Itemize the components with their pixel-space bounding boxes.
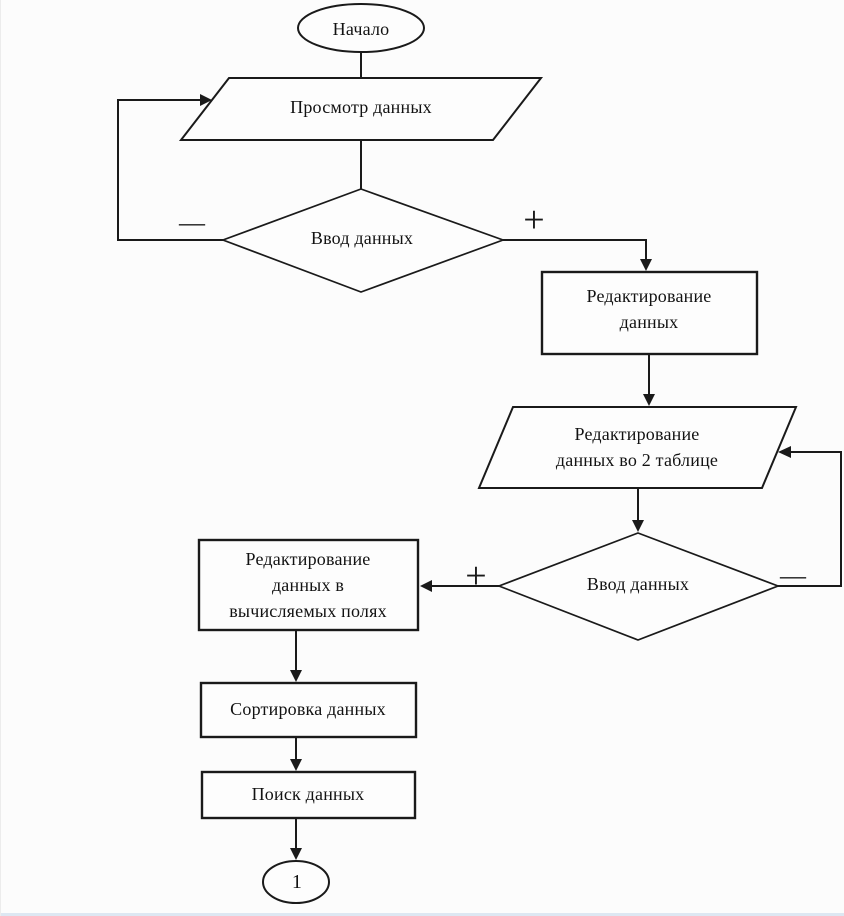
arrowhead-into-decision2	[632, 520, 644, 532]
arrowhead-into-sort	[290, 670, 302, 682]
edge-decision1-yes	[503, 239, 647, 260]
arrowhead-into-end	[290, 848, 302, 860]
arrowhead-into-edit	[640, 259, 652, 271]
end-connector-circle-shape	[262, 860, 330, 904]
decision1-diamond-shape	[220, 188, 506, 293]
edit-table2-parallelogram-shape	[477, 406, 798, 489]
arrowhead-into-search	[290, 759, 302, 771]
search-data-rect-shape	[200, 770, 417, 820]
arrowhead-into-io2-right	[778, 446, 791, 458]
view-data-parallelogram-shape	[178, 77, 544, 141]
edge-decision2-no-loop	[778, 451, 842, 587]
edit-data-rect-shape	[540, 270, 759, 356]
decision2-diamond-shape	[496, 532, 781, 641]
arrowhead-into-calc	[420, 580, 432, 592]
arrowhead-into-view	[200, 94, 212, 106]
start-terminator-shape	[297, 3, 425, 53]
edge-decision1-no-loop	[117, 99, 223, 241]
sort-data-rect-shape	[199, 681, 418, 739]
edit-calc-fields-rect-shape	[197, 538, 420, 632]
bottom-edge-line	[1, 913, 844, 916]
arrowhead-into-io2	[643, 394, 655, 406]
